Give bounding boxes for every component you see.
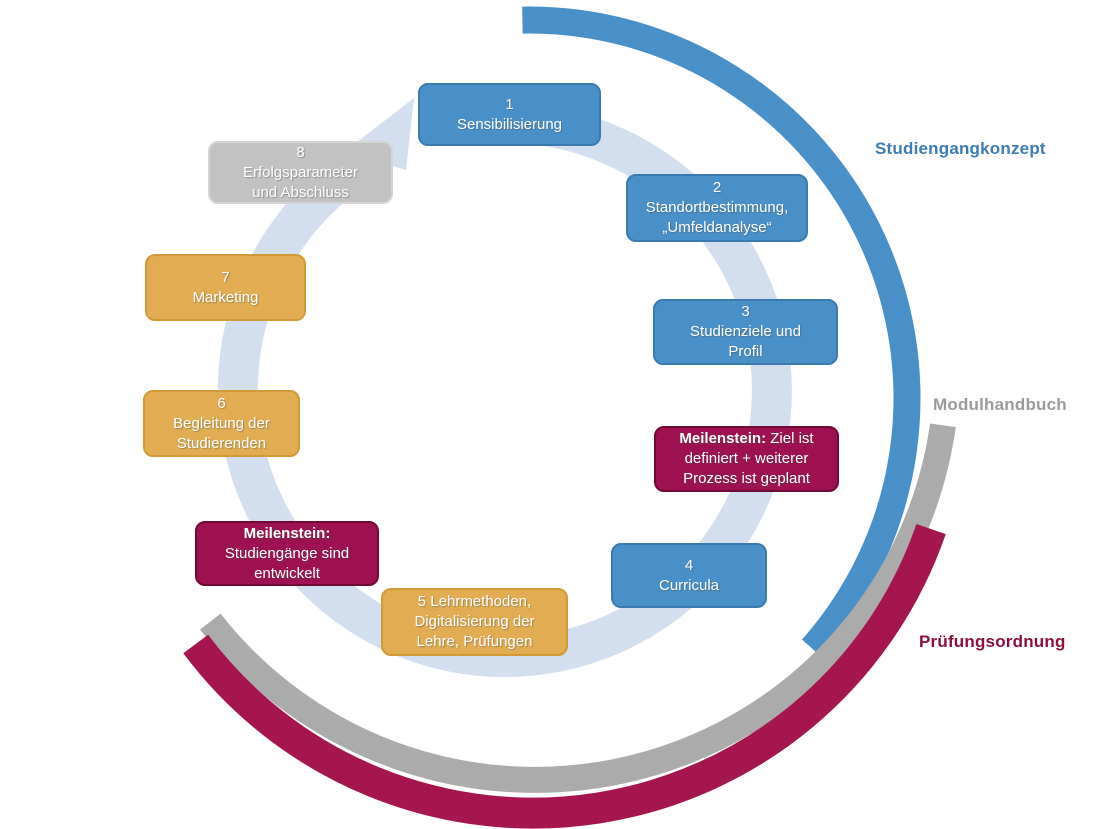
arc-label-pruefungsordnung: Prüfungsordnung [919, 632, 1066, 651]
step-4-curricula: 4 Curricula [611, 543, 767, 608]
milestone-2-text: Studiengänge sind entwickelt [224, 544, 350, 582]
arc-studiengangkonzept [522, 6, 921, 658]
milestone-1-text: Ziel ist definiert + weiterer Prozess is… [683, 430, 814, 487]
milestone-2-prefix: Meilenstein: [243, 524, 331, 542]
milestone-studiengaenge-entwickelt: Meilenstein: Studiengänge sind entwickel… [195, 521, 379, 586]
step-6-label: 6 Begleitung der Studierenden [173, 394, 270, 452]
step-5-lehrmethoden: 5 Lehrmethoden, Digitalisierung der Lehr… [381, 588, 568, 656]
arc-label-modulhandbuch: Modulhandbuch [933, 395, 1067, 414]
step-2-standortbestimmung: 2 Standortbestimmung, „Umfeldanalyse“ [626, 174, 808, 242]
milestone-1-prefix: Meilenstein: [679, 430, 767, 447]
step-6-begleitung: 6 Begleitung der Studierenden [143, 390, 300, 457]
step-7-marketing: 7 Marketing [145, 254, 306, 321]
milestone-ziel-definiert: Meilenstein: Ziel ist definiert + weiter… [654, 426, 839, 492]
step-3-label: 3 Studienziele und Profil [690, 303, 801, 360]
milestone-1-label: Meilenstein: Ziel ist definiert + weiter… [664, 429, 829, 489]
step-1-label: 1 Sensibilisierung [456, 95, 563, 133]
step-4-label: 4 Curricula [658, 556, 719, 594]
step-2-label: 2 Standortbestimmung, „Umfeldanalyse“ [645, 179, 789, 236]
milestone-2-label: Meilenstein: Studiengänge sind entwickel… [205, 524, 369, 584]
step-8-label: 8 Erfolgsparameter und Abschluss [242, 143, 359, 201]
step-1-sensibilisierung: 1 Sensibilisierung [418, 83, 601, 146]
arc-pruefungsordnung [183, 524, 946, 829]
step-7-label: 7 Marketing [192, 268, 259, 306]
step-8-erfolgsparameter: 8 Erfolgsparameter und Abschluss [208, 141, 393, 204]
step-5-label: 5 Lehrmethoden, Digitalisierung der Lehr… [414, 593, 535, 650]
arc-label-studiengangkonzept: Studiengangkonzept [875, 139, 1046, 158]
arc-modulhandbuch [200, 423, 956, 793]
step-3-studienziele: 3 Studienziele und Profil [653, 299, 838, 365]
